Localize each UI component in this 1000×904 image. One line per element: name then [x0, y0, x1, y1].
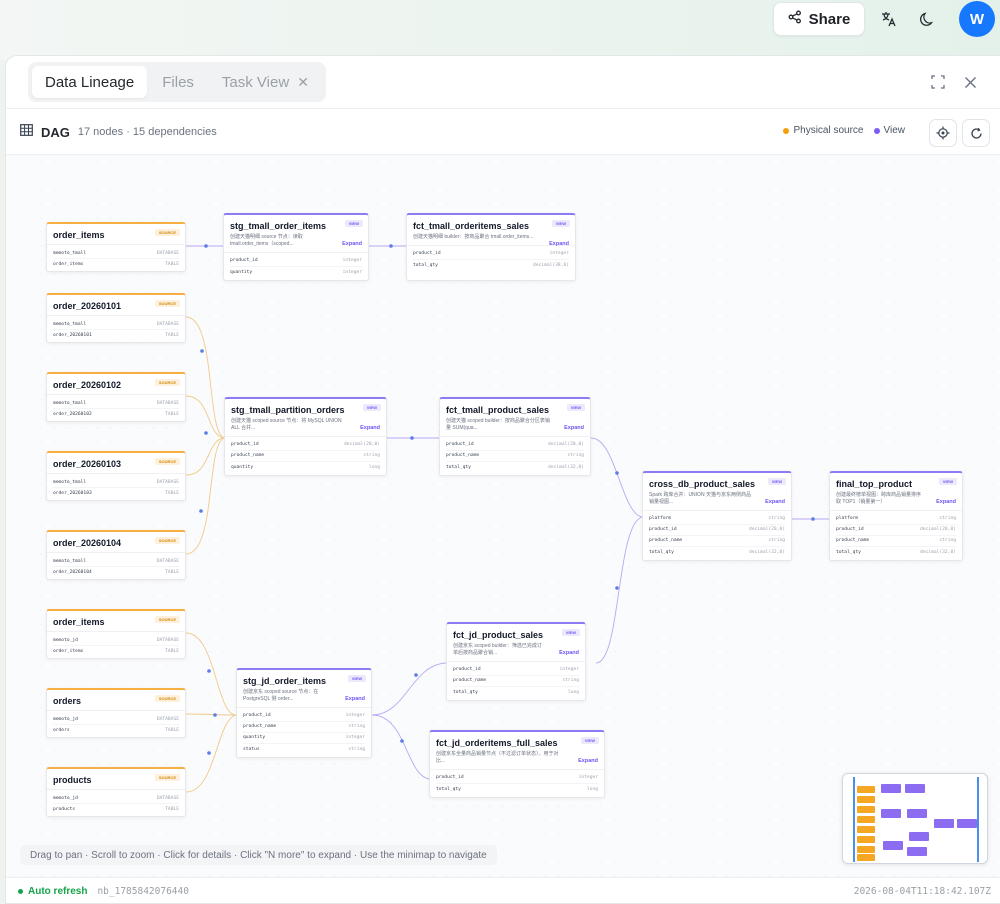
expand-button[interactable]: Expand — [578, 758, 598, 764]
edge-dot — [207, 751, 211, 755]
edge — [185, 714, 237, 793]
dark-mode-icon[interactable] — [912, 4, 944, 34]
edge — [185, 632, 237, 716]
locate-button[interactable] — [929, 119, 957, 147]
edge — [185, 316, 225, 439]
edge-dot — [615, 586, 619, 590]
table-icon — [20, 123, 33, 141]
minimap-viewport[interactable] — [853, 777, 979, 862]
edge-dot — [414, 673, 418, 677]
avatar[interactable]: W — [959, 1, 995, 37]
edge-dot — [410, 436, 414, 440]
status-bar: Auto refresh nb_1785842076440 2026-08-04… — [6, 877, 1000, 904]
edge-dot — [204, 244, 208, 248]
edge — [185, 395, 225, 439]
crosshair-icon — [936, 126, 950, 140]
edge-dot — [199, 509, 203, 513]
expand-button[interactable]: Expand — [360, 425, 380, 431]
edge-dot — [615, 471, 619, 475]
notebook-id: nb_1785842076440 — [97, 886, 189, 897]
expand-button[interactable]: Expand — [936, 499, 956, 505]
close-icon[interactable] — [956, 68, 984, 96]
status-dot-icon — [18, 889, 23, 894]
navigation-hint: Drag to pan · Scroll to zoom · Click for… — [20, 845, 497, 865]
divider — [6, 108, 1000, 109]
expand-button[interactable]: Expand — [559, 650, 579, 656]
share-icon — [788, 10, 802, 28]
legend: Physical source View — [783, 125, 905, 136]
edges-layer — [185, 244, 830, 793]
expand-button[interactable]: Expand — [765, 499, 785, 505]
close-tab-icon[interactable]: ✕ — [297, 73, 309, 90]
expand-button[interactable]: Expand — [342, 241, 362, 247]
edge-dot — [400, 739, 404, 743]
expand-button[interactable]: Expand — [549, 241, 569, 247]
edge-dot — [200, 349, 204, 353]
tab-task-view[interactable]: Task View ✕ — [209, 66, 322, 98]
edge-dot — [207, 669, 211, 673]
edge — [371, 714, 430, 780]
edge — [185, 437, 225, 555]
translate-icon[interactable] — [873, 4, 905, 34]
edge — [590, 437, 643, 518]
lineage-panel: Data Lineage Files Task View ✕ DAG 17 no… — [5, 55, 1000, 904]
share-label: Share — [808, 10, 851, 28]
edge — [595, 516, 643, 664]
edge-dot — [811, 517, 815, 521]
refresh-icon — [970, 127, 982, 139]
expand-button[interactable]: Expand — [564, 425, 584, 431]
edge — [185, 437, 225, 476]
share-button[interactable]: Share — [773, 2, 865, 36]
edge — [371, 662, 447, 716]
divider — [6, 154, 1000, 155]
edge-dot — [204, 431, 208, 435]
edge-dot — [389, 244, 393, 248]
dag-toolbar: DAG 17 nodes · 15 dependencies — [20, 122, 217, 142]
legend-view: View — [873, 125, 905, 136]
fullscreen-icon[interactable] — [924, 68, 952, 96]
auto-refresh-toggle[interactable]: Auto refresh — [18, 886, 87, 897]
dag-title: DAG — [41, 124, 70, 140]
dag-meta: 17 nodes · 15 dependencies — [77, 126, 217, 138]
tab-bar: Data Lineage Files Task View ✕ — [28, 62, 326, 102]
timestamp: 2026-08-04T11:18:42.107Z — [853, 886, 991, 897]
tab-task-view-label: Task View — [221, 73, 290, 91]
edge-dot — [213, 713, 217, 717]
legend-physical-source: Physical source — [783, 125, 864, 136]
minimap[interactable] — [842, 773, 988, 864]
expand-button[interactable]: Expand — [345, 696, 365, 702]
edge — [185, 713, 237, 716]
refresh-button[interactable] — [962, 119, 990, 147]
tab-data-lineage[interactable]: Data Lineage — [32, 66, 148, 98]
tab-files[interactable]: Files — [162, 73, 194, 91]
